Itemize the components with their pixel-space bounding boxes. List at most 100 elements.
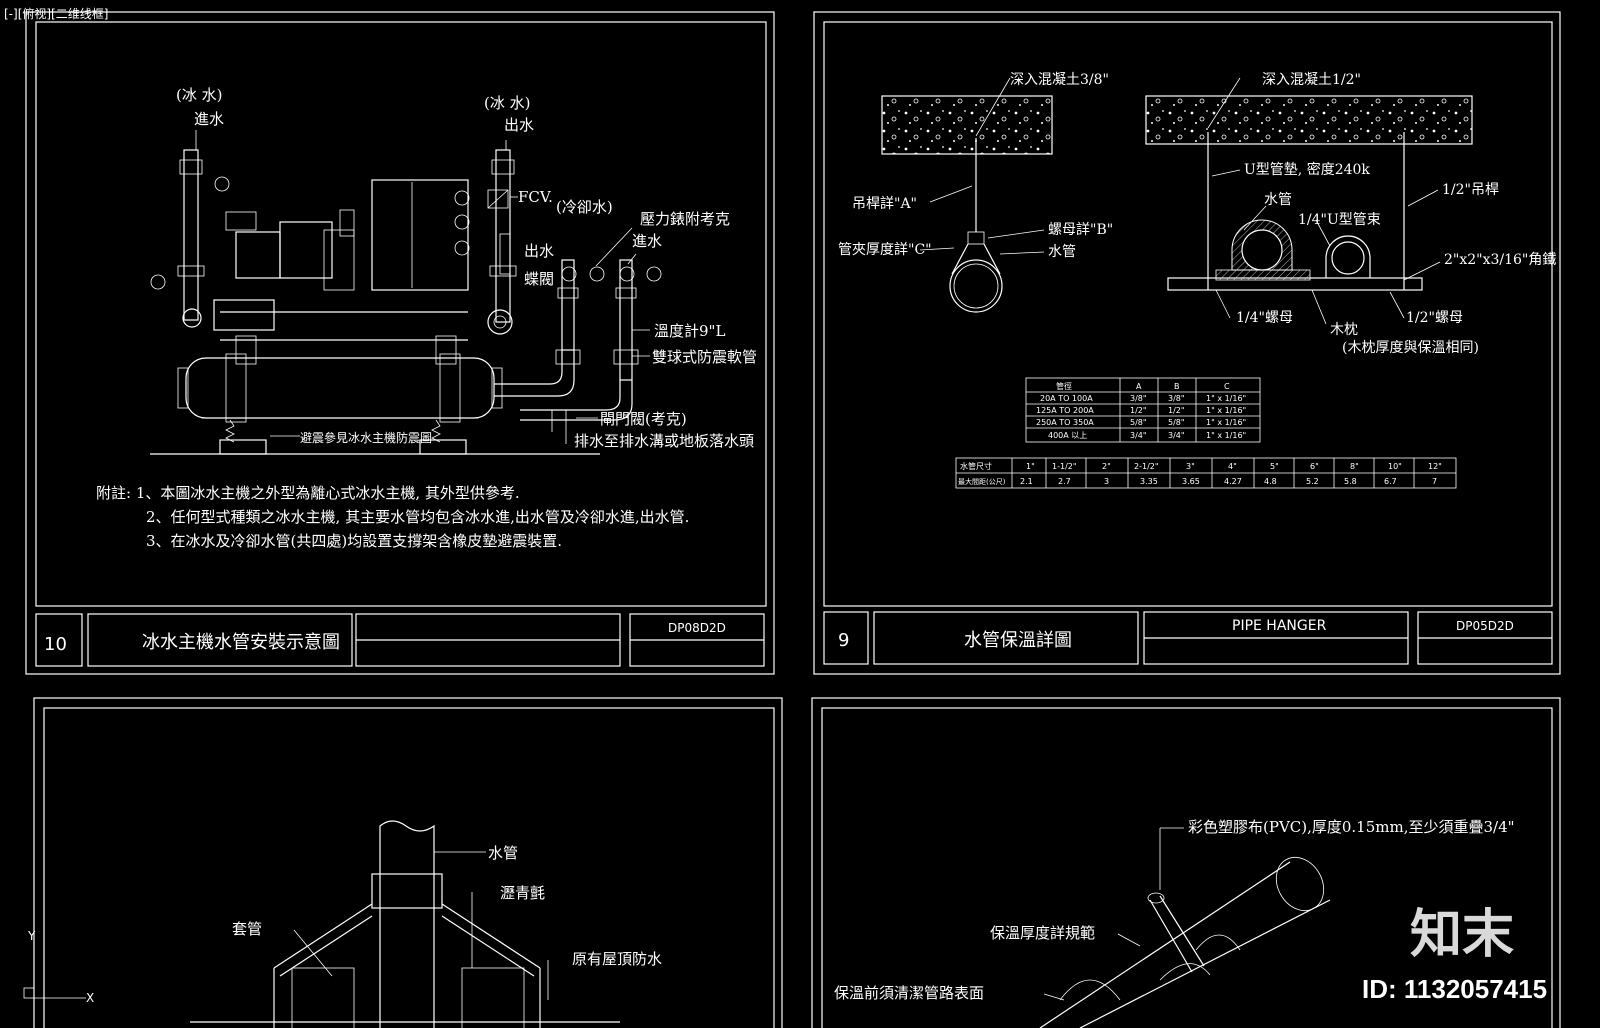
panel-9-title: 水管保溫詳圖: [964, 630, 1072, 651]
label-br-thick: 保溫厚度詳規範: [990, 924, 1095, 942]
label-bl-roof: 原有屋頂防水: [572, 950, 662, 968]
label-antivib: 避震參見冰水主機防震圖: [300, 430, 432, 445]
label-nut12: 1/2"螺母: [1406, 310, 1463, 326]
t1-r0c0: 20A TO 100A: [1040, 394, 1093, 403]
panel-bottom-right-frame: [811, 697, 1561, 1028]
label-nut14: 1/4"螺母: [1236, 310, 1293, 326]
id-watermark: ID: 1132057415: [1362, 974, 1547, 1004]
viewport-label[interactable]: [-][俯视][二维线框]: [4, 6, 108, 21]
t2-r1c1: 1": [1026, 462, 1035, 471]
label-cooling: (冷卻水): [556, 198, 613, 216]
ucs-y-label: Y: [27, 929, 36, 943]
t1-r3c3: 1" x 1/16": [1206, 431, 1246, 440]
label-upad: U型管墊, 密度240k: [1244, 161, 1370, 178]
t2-r1c4: 2-1/2": [1134, 462, 1159, 471]
t1-r0c2: 3/8": [1168, 394, 1185, 403]
t2-r1c7: 5": [1270, 462, 1279, 471]
note-2: 2、任何型式種類之冰水主機, 其主要水管均包含冰水進,出水管及冷卻水進,出水管.: [146, 508, 689, 526]
t2-r2c0: 最大間距(公尺): [958, 477, 1006, 486]
hanger-spacing-table: [955, 457, 1457, 489]
label-in2: 進水: [632, 232, 662, 250]
t1-h1: A: [1136, 382, 1142, 391]
label-uclamp: 1/4"U型管束: [1298, 212, 1381, 228]
t1-r1c0: 125A TO 200A: [1036, 406, 1094, 415]
label-gate: 閘門閥(考克): [600, 410, 687, 428]
label-gauge: 壓力錶附考克: [640, 210, 730, 228]
panel-10-code: DP08D2D: [668, 621, 726, 635]
label-embed1: 深入混凝土3/8": [1010, 72, 1109, 88]
t2-r2c6: 4.27: [1224, 477, 1242, 486]
t2-r2c9: 5.8: [1344, 477, 1357, 486]
t2-r1c5: 3": [1186, 462, 1195, 471]
label-flex: 雙球式防震軟管: [652, 348, 757, 366]
label-angle: 2"x2"x3/16"角鐵: [1444, 251, 1556, 268]
label-fcv: FCV.: [518, 188, 553, 206]
t2-r1c0: 水管尺寸: [960, 461, 992, 471]
label-blocknote: (木枕厚度與保溫相同): [1342, 340, 1479, 356]
ucs-icon: [23, 938, 86, 999]
label-out-top: (冰 水): [484, 94, 530, 112]
t1-r2c0: 250A TO 350A: [1036, 418, 1094, 427]
note-1: 附註: 1、本圖冰水主機之外型為離心式冰水主機, 其外型供參考.: [96, 484, 520, 502]
label-bl-pipe: 水管: [488, 844, 518, 862]
t1-r1c3: 1" x 1/16": [1206, 406, 1246, 415]
t1-r3c0: 400A 以上: [1048, 431, 1087, 440]
t2-r1c11: 12": [1428, 462, 1442, 471]
t2-r1c10: 10": [1388, 462, 1402, 471]
label-bl-sleeve: 套管: [232, 920, 262, 938]
label-in-top: (冰 水): [176, 86, 222, 104]
pipe-insulation-drawing: [1039, 827, 1331, 1028]
t2-r2c7: 4.8: [1264, 477, 1277, 486]
t2-r2c2: 2.7: [1058, 477, 1071, 486]
t2-r2c10: 6.7: [1384, 477, 1397, 486]
t2-r1c9: 8": [1350, 462, 1359, 471]
t2-r1c2: 1-1/2": [1052, 462, 1077, 471]
t2-r2c4: 3.35: [1140, 477, 1158, 486]
t1-h2: B: [1174, 382, 1180, 391]
panel-10-title: 冰水主機水管安裝示意圖: [142, 632, 340, 653]
t1-r2c1: 5/8": [1130, 418, 1147, 427]
panel-9-subtitle: PIPE HANGER: [1232, 618, 1327, 634]
t1-r3c2: 3/4": [1168, 431, 1185, 440]
label-in-bot: 進水: [194, 110, 224, 128]
t2-r1c3: 2": [1102, 462, 1111, 471]
t1-r1c1: 1/2": [1130, 406, 1147, 415]
ucs-x-label: X: [86, 991, 94, 1005]
label-nutB: 螺母詳"B": [1048, 222, 1113, 238]
label-out2: 出水: [524, 242, 554, 260]
panel-bottom-left-frame: [33, 697, 783, 1028]
label-pipe1: 水管: [1048, 244, 1076, 260]
chiller-drawing: [150, 130, 662, 455]
label-embed2: 深入混凝土1/2": [1262, 72, 1361, 88]
label-br-pvc: 彩色塑膠布(PVC),厚度0.15mm,至少須重疊3/4": [1188, 818, 1515, 836]
label-pipe2: 水管: [1264, 192, 1292, 208]
pipe-hanger-drawing: [881, 77, 1473, 325]
t2-r2c3: 3: [1104, 477, 1109, 486]
label-rodA: 吊桿詳"A": [852, 196, 917, 212]
label-thermo: 溫度計9"L: [654, 322, 725, 340]
t1-h3: C: [1224, 382, 1230, 391]
t1-r2c3: 1" x 1/16": [1206, 418, 1246, 427]
t2-r2c11: 7: [1432, 477, 1437, 486]
t2-r1c6: 4": [1228, 462, 1237, 471]
t2-r2c5: 3.65: [1182, 477, 1200, 486]
label-out-bot: 出水: [504, 116, 534, 134]
t1-h0: 管徑: [1056, 381, 1072, 391]
label-br-clean: 保溫前須清潔管路表面: [834, 984, 984, 1002]
t1-r1c2: 1/2": [1168, 406, 1185, 415]
t2-r1c8: 6": [1310, 462, 1319, 471]
t1-r3c1: 3/4": [1130, 431, 1147, 440]
label-block: 木枕: [1330, 322, 1358, 338]
hanger-size-table: [1025, 377, 1261, 443]
label-clampC: 管夾厚度詳"C": [838, 242, 932, 258]
label-valve: 蝶閥: [524, 270, 554, 288]
brand-watermark: 知末: [1410, 905, 1514, 965]
label-bl-felt: 瀝青氈: [500, 884, 545, 902]
panel-10-frame: [25, 11, 775, 675]
t1-r0c3: 1" x 1/16": [1206, 394, 1246, 403]
panel-10-number: 10: [44, 634, 67, 655]
t2-r2c8: 5.2: [1306, 477, 1319, 486]
panel-9-code: DP05D2D: [1456, 619, 1514, 633]
t2-r2c1: 2.1: [1020, 477, 1033, 486]
